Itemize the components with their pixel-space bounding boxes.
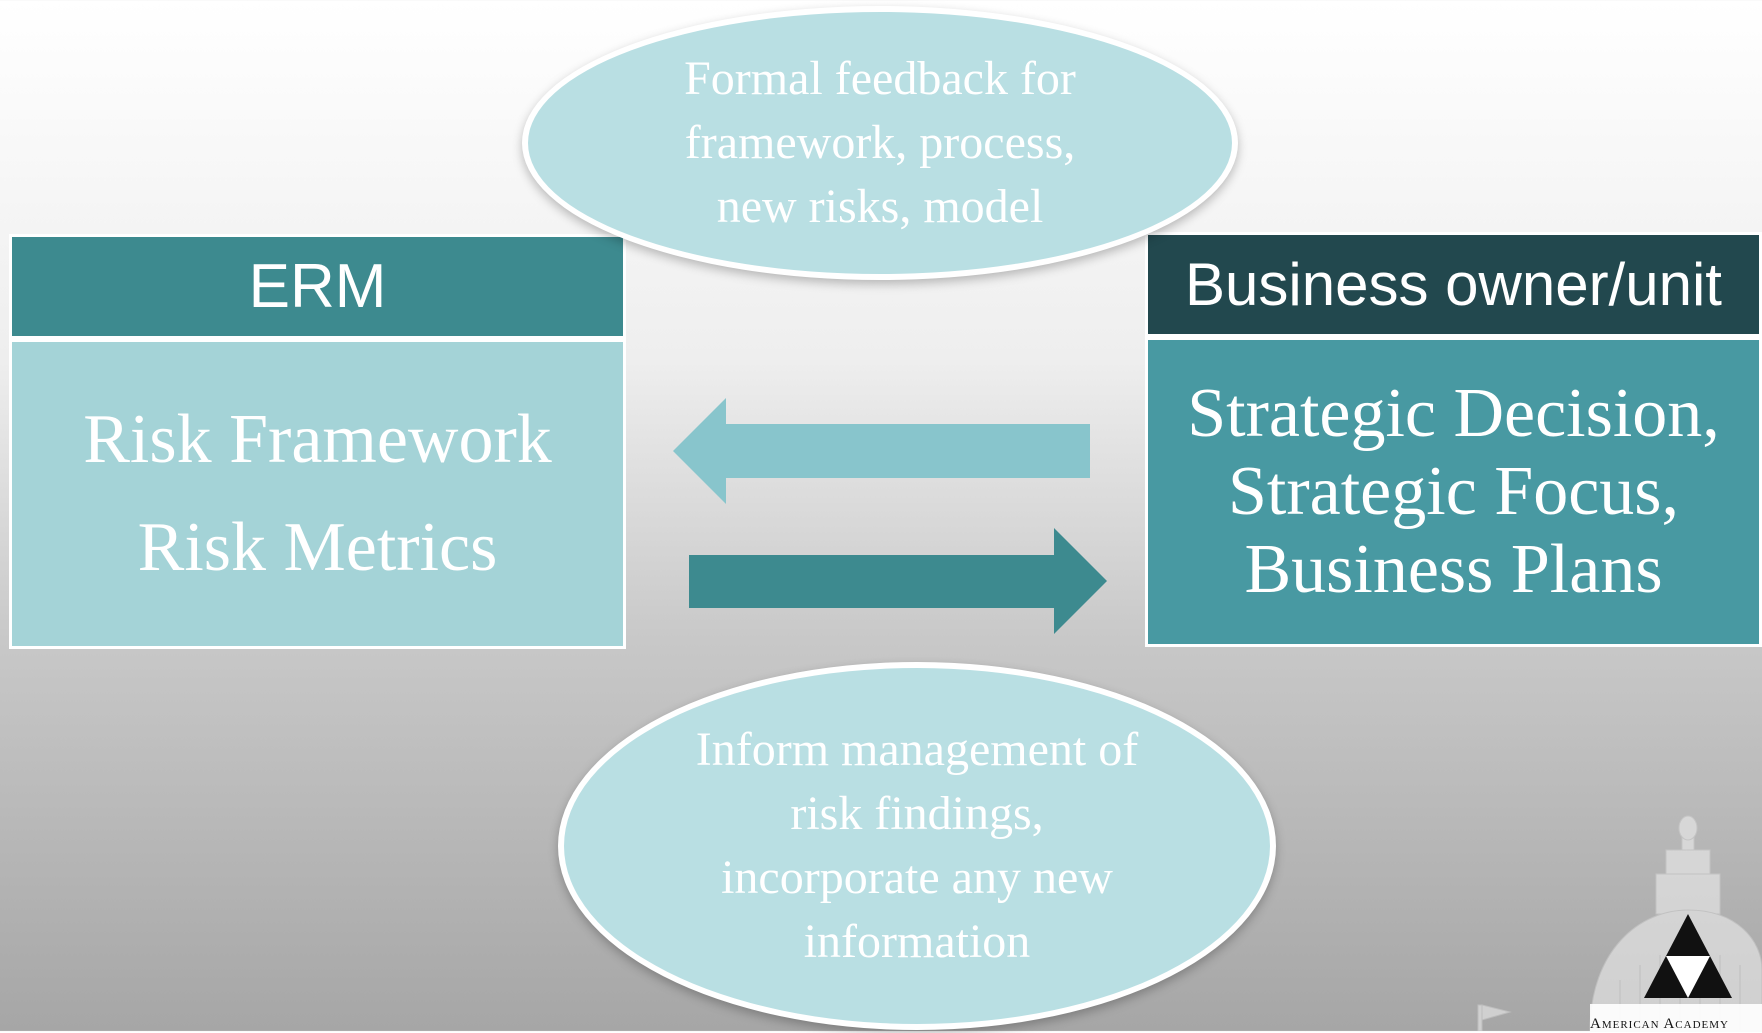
erm-header: ERM [9, 234, 626, 339]
arrow-left [673, 398, 1090, 504]
business-line-strategic-focus: Strategic Focus, [1227, 453, 1680, 530]
inform-ellipse: Inform management of risk findings, inco… [558, 662, 1276, 1030]
business-line-business-plans: Business Plans [1244, 531, 1663, 608]
erm-line-risk-framework: Risk Framework [83, 401, 552, 478]
feedback-line-1: Formal feedback for [684, 52, 1076, 105]
capitol-logo [1477, 815, 1762, 1031]
erm-body: Risk Framework Risk Metrics [9, 339, 626, 649]
inform-line-2: risk findings, [790, 787, 1044, 840]
business-header: Business owner/unit [1145, 232, 1762, 337]
inform-line-1: Inform management of [695, 723, 1139, 776]
business-line-strategic-decision: Strategic Decision, [1187, 375, 1720, 452]
arrow-right [689, 528, 1107, 634]
feedback-ellipse: Formal feedback for framework, process, … [522, 6, 1238, 280]
feedback-line-2: framework, process, [684, 116, 1076, 169]
feedback-line-3: new risks, model [716, 180, 1044, 233]
erm-line-risk-metrics: Risk Metrics [137, 509, 498, 586]
inform-line-3: incorporate any new [721, 851, 1113, 904]
inform-line-4: information [803, 915, 1031, 968]
business-body: Strategic Decision, Strategic Focus, Bus… [1145, 337, 1762, 647]
logo-text: American Academy [1590, 1016, 1729, 1032]
erm-header-label: ERM [248, 252, 387, 321]
business-header-label: Business owner/unit [1185, 251, 1722, 318]
